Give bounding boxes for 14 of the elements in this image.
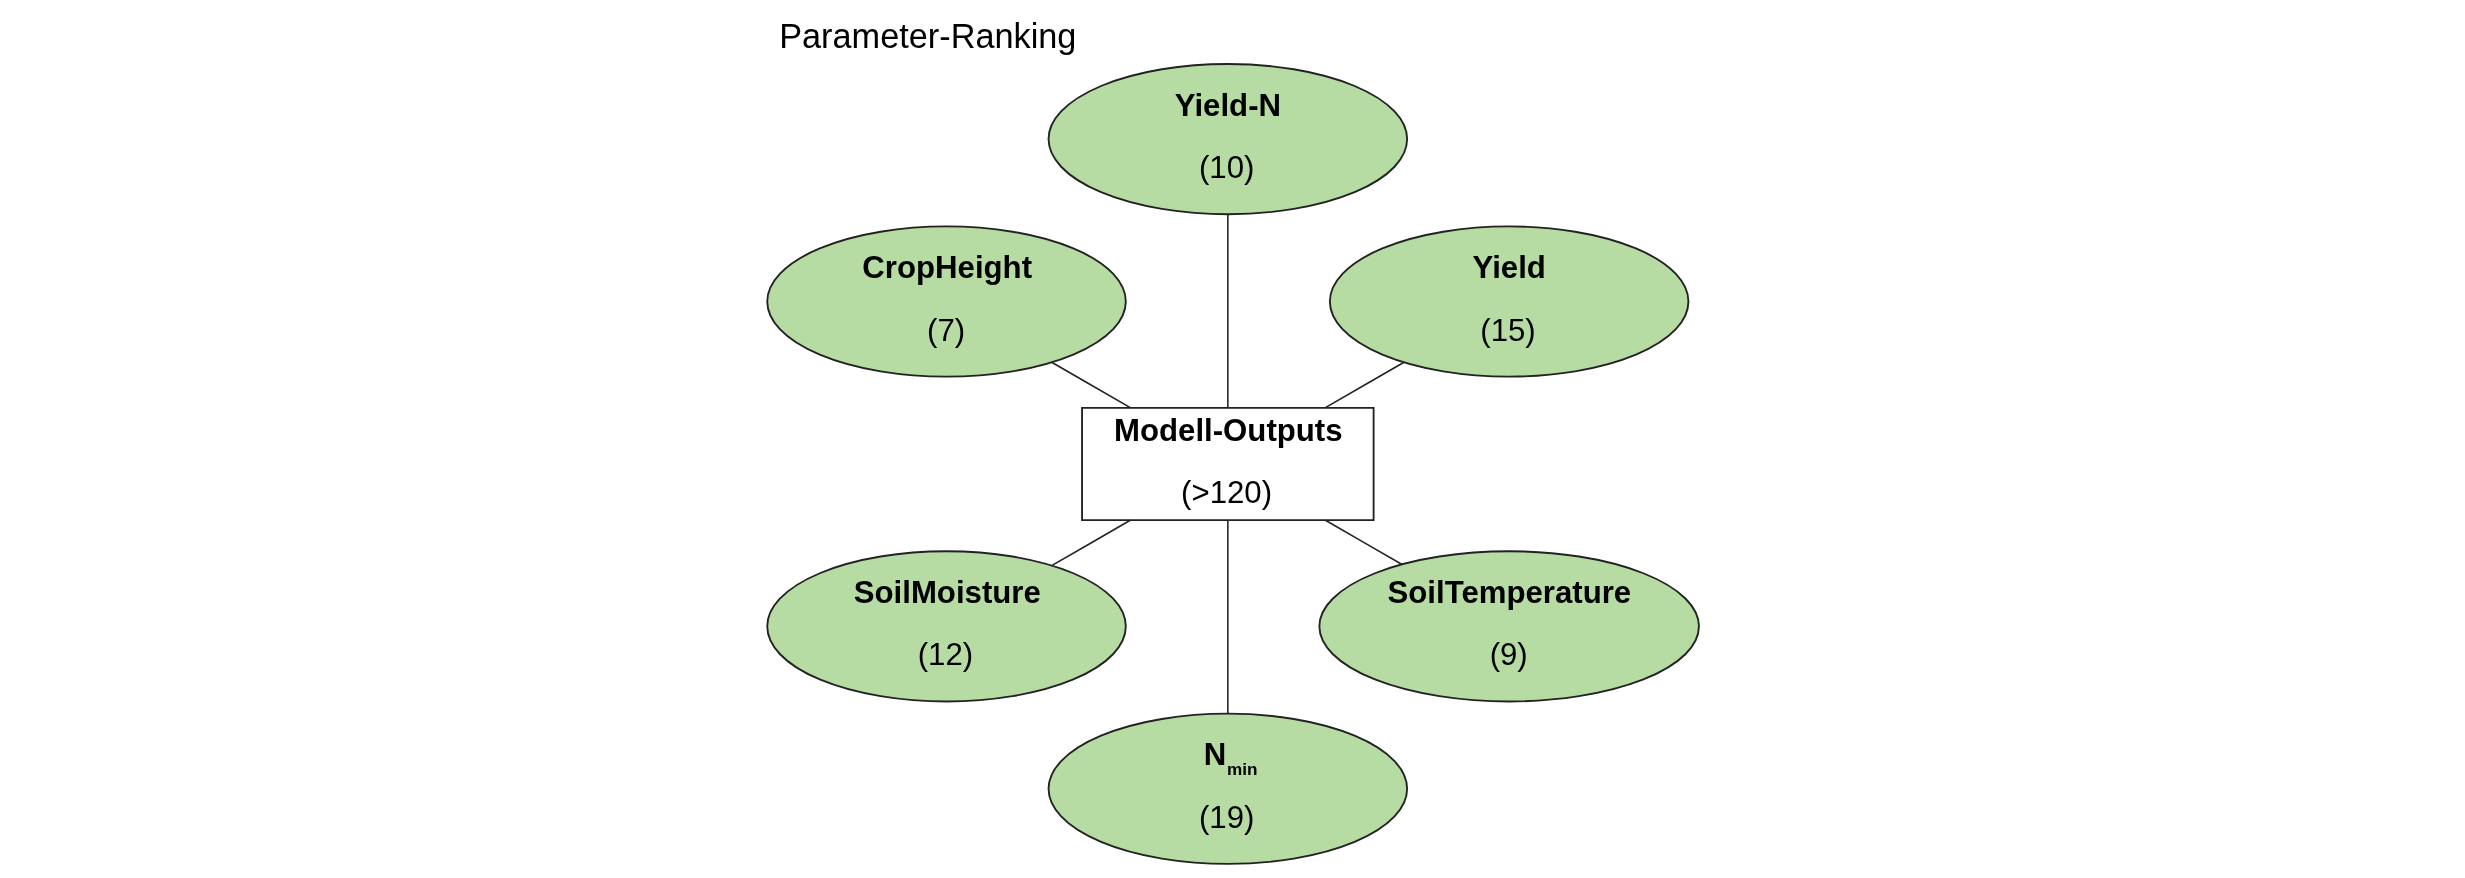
connector	[1050, 519, 1131, 567]
connector	[1226, 213, 1229, 409]
connector	[1324, 519, 1402, 566]
node-ellipse: Yield (15)	[1328, 225, 1689, 378]
node-ellipse: N$_{min}$ (19)	[1047, 712, 1408, 865]
node-ellipse: SoilTemperature (9)	[1317, 550, 1700, 703]
diagram-title: Parameter-Ranking	[778, 16, 1076, 55]
connector	[1324, 361, 1404, 409]
node-box: Modell-Outputs (>120)	[1080, 406, 1375, 521]
connector	[1050, 361, 1131, 409]
node-ellipse: CropHeight (7)	[765, 225, 1127, 378]
node-ellipse: Yield-N (10)	[1047, 63, 1408, 216]
connector	[1226, 519, 1229, 715]
node-ellipse: SoilMoisture (12)	[765, 550, 1127, 703]
